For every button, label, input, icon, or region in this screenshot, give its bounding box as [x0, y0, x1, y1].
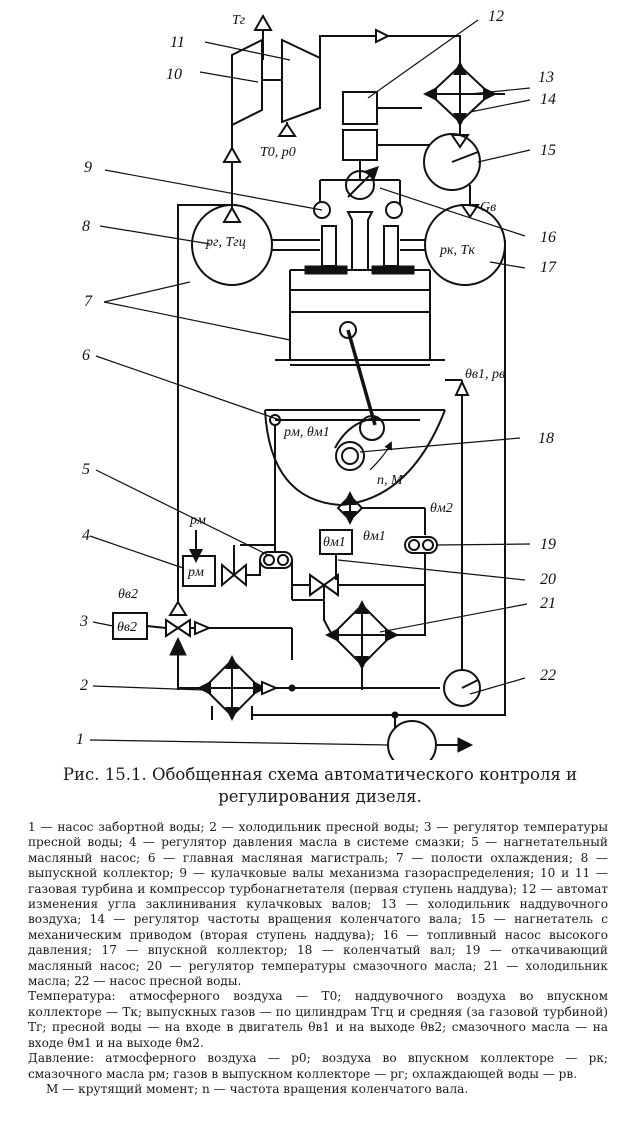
engine-block: [177, 204, 506, 716]
oil-cooler-21: [325, 600, 399, 670]
sym-t0-p0: T0, p0: [260, 145, 296, 160]
label-10: 10: [166, 66, 182, 83]
sym-thetav2-box: θв2: [117, 620, 137, 635]
sym-theta-m2: θм2: [430, 501, 453, 516]
sym-tg: Tг: [232, 13, 246, 28]
legend-pressure: Давление: атмосферного воздуха — p0; воз…: [28, 1051, 608, 1081]
sym-thetav2: θв2: [118, 587, 138, 602]
label-7: 7: [84, 293, 93, 310]
label-9: 9: [84, 159, 92, 176]
legend-temperature: Температура: атмосферного воздуха — T0; …: [28, 989, 608, 1050]
caption-text: Обобщенная схема автоматического контрол…: [151, 765, 578, 806]
label-15: 15: [540, 142, 556, 159]
legend-items: 1 — насос забортной воды; 2 — холодильни…: [28, 820, 608, 989]
label-3: 3: [79, 613, 88, 630]
label-1: 1: [76, 731, 84, 748]
sym-pm-thetam1: pм, θм1: [283, 425, 330, 440]
charge-air-cooler-13: [423, 61, 497, 127]
label-14: 14: [540, 91, 556, 108]
label-11: 11: [170, 34, 185, 51]
sym-theta-v1-pv: θв1, pв: [465, 367, 505, 382]
sym-gv: Gв: [480, 200, 496, 215]
diagram-numbers: 12 11 10 13 14 15 9 16 8 17 7 6 18 5 4 1…: [76, 8, 557, 748]
crankshaft-18: [334, 321, 392, 471]
sym-pk-tk: pк, Tк: [439, 243, 475, 258]
label-12: 12: [488, 8, 504, 25]
fresh-water-cooler-2: [197, 655, 267, 721]
label-16: 16: [540, 229, 556, 246]
engine-control-diagram: 12 11 10 13 14 15 9 16 8 17 7 6 18 5 4 1…: [76, 8, 557, 760]
fuel-pump-16: [345, 170, 375, 200]
label-20: 20: [540, 571, 556, 588]
diagram-symbols: Tг T0, p0 pг, Tгц pк, Tк Gв θв1, pв pм, …: [117, 13, 505, 635]
label-13: 13: [538, 69, 554, 86]
box-14-governor: [342, 129, 378, 161]
label-21: 21: [540, 595, 556, 612]
label-22: 22: [540, 667, 556, 684]
label-8: 8: [82, 218, 90, 235]
label-2: 2: [80, 677, 88, 694]
legend-torque: M — крутящий момент; n — частота вращени…: [46, 1081, 469, 1096]
sym-n-m: n, M: [377, 473, 404, 488]
label-17: 17: [540, 259, 557, 276]
sym-pm-box: pм: [187, 565, 204, 580]
box-12: [342, 91, 378, 125]
label-19: 19: [540, 536, 556, 553]
sym-thetam1-box: θм1: [323, 535, 346, 550]
label-5: 5: [82, 461, 90, 478]
caption-prefix: Рис. 15.1.: [62, 765, 147, 784]
label-4: 4: [82, 527, 90, 544]
figure-caption: Рис. 15.1. Обобщенная схема автоматическ…: [40, 764, 600, 808]
sym-pg-tgc: pг, Tгц: [205, 235, 246, 250]
sym-thetam1: θм1: [363, 529, 386, 544]
sym-pm-input: pм: [189, 513, 206, 528]
figure-legend: 1 — насос забортной воды; 2 — холодильни…: [28, 820, 608, 1097]
turbocharger: [222, 13, 321, 163]
label-18: 18: [538, 430, 554, 447]
label-6: 6: [82, 347, 90, 364]
